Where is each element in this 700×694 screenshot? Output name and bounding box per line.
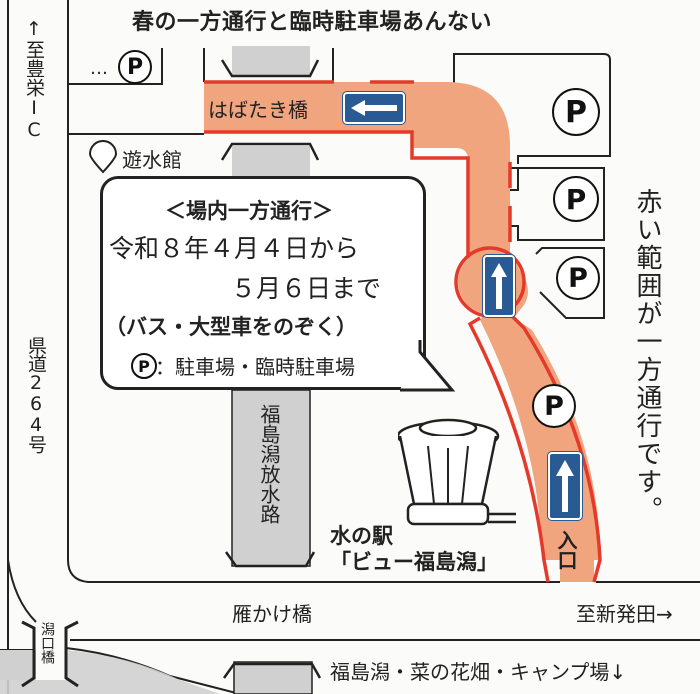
parking-block-r2 (510, 167, 605, 241)
parking-icon: P (556, 256, 600, 300)
fukushimagata-channel (231, 389, 311, 567)
map-pin-icon (88, 140, 118, 178)
parking-ellipsis: … (90, 58, 108, 79)
parking-block-r3 (535, 247, 605, 319)
water-station-building-icon (398, 418, 516, 526)
page-title: 春の一方通行と臨時駐車場あんない (132, 10, 493, 35)
callout-legend-text: ：駐車場・臨時駐車場 (155, 355, 355, 379)
gankake-bridge-label: 雁かけ橋 (232, 602, 312, 626)
callout-exclusion: （バス・大型車をのぞく） (105, 315, 357, 339)
channel-top (232, 46, 310, 76)
lower-road (0, 620, 700, 694)
parking-icon: P (532, 384, 576, 428)
prefectural-road-label: 県道264号 (25, 336, 47, 453)
callout-heading: ＜場内一方通行＞ (165, 199, 333, 223)
bottom-destinations-label: 福島潟・菜の花畑・キャンプ場↓ (330, 660, 627, 684)
one-way-up-sign (482, 254, 516, 318)
parking-icon: P (552, 88, 600, 136)
kataguchi-bridge-label: 潟口橋 (39, 622, 55, 664)
fukushimagata-channel-label: 福島潟放水路 (257, 404, 281, 524)
info-callout: ＜場内一方通行＞ 令和８年４月４日から ５月６日まで （バス・大型車をのぞく） … (100, 176, 426, 390)
callout-tail (400, 340, 456, 392)
arrow-up-icon (491, 263, 507, 309)
arrow-left-icon (351, 100, 397, 116)
parking-icon: P (553, 176, 599, 222)
habataki-bridge-label: はばたき橋 (208, 98, 308, 122)
side-note: 赤い範囲が一方通行です。 (632, 188, 662, 524)
parking-block-r1 (453, 53, 611, 164)
one-way-left-sign (342, 91, 406, 125)
yusuikan-label: 遊水館 (122, 148, 182, 172)
one-way-zone-border (204, 80, 602, 583)
michi-no-eki-label: 水の駅 (330, 524, 393, 548)
view-fukushimagata-label: 「ビュー福島潟」 (330, 550, 498, 574)
arrow-up-icon (556, 460, 574, 512)
parking-block-top-left (67, 0, 163, 85)
to-toyosaka-ic-label: ↑至豊栄IC (23, 18, 45, 141)
callout-period-end: ５月６日まで (231, 274, 382, 303)
legend-parking-icon: P (131, 353, 157, 379)
one-way-zone (204, 82, 600, 582)
road-curve (7, 559, 37, 623)
parking-icon: P (118, 50, 152, 84)
callout-period-start: 令和８年４月４日から (109, 234, 360, 263)
to-shibata-label: 至新発田→ (576, 602, 673, 626)
one-way-up-sign (547, 451, 583, 521)
entrance-label: 入口 (554, 530, 578, 570)
